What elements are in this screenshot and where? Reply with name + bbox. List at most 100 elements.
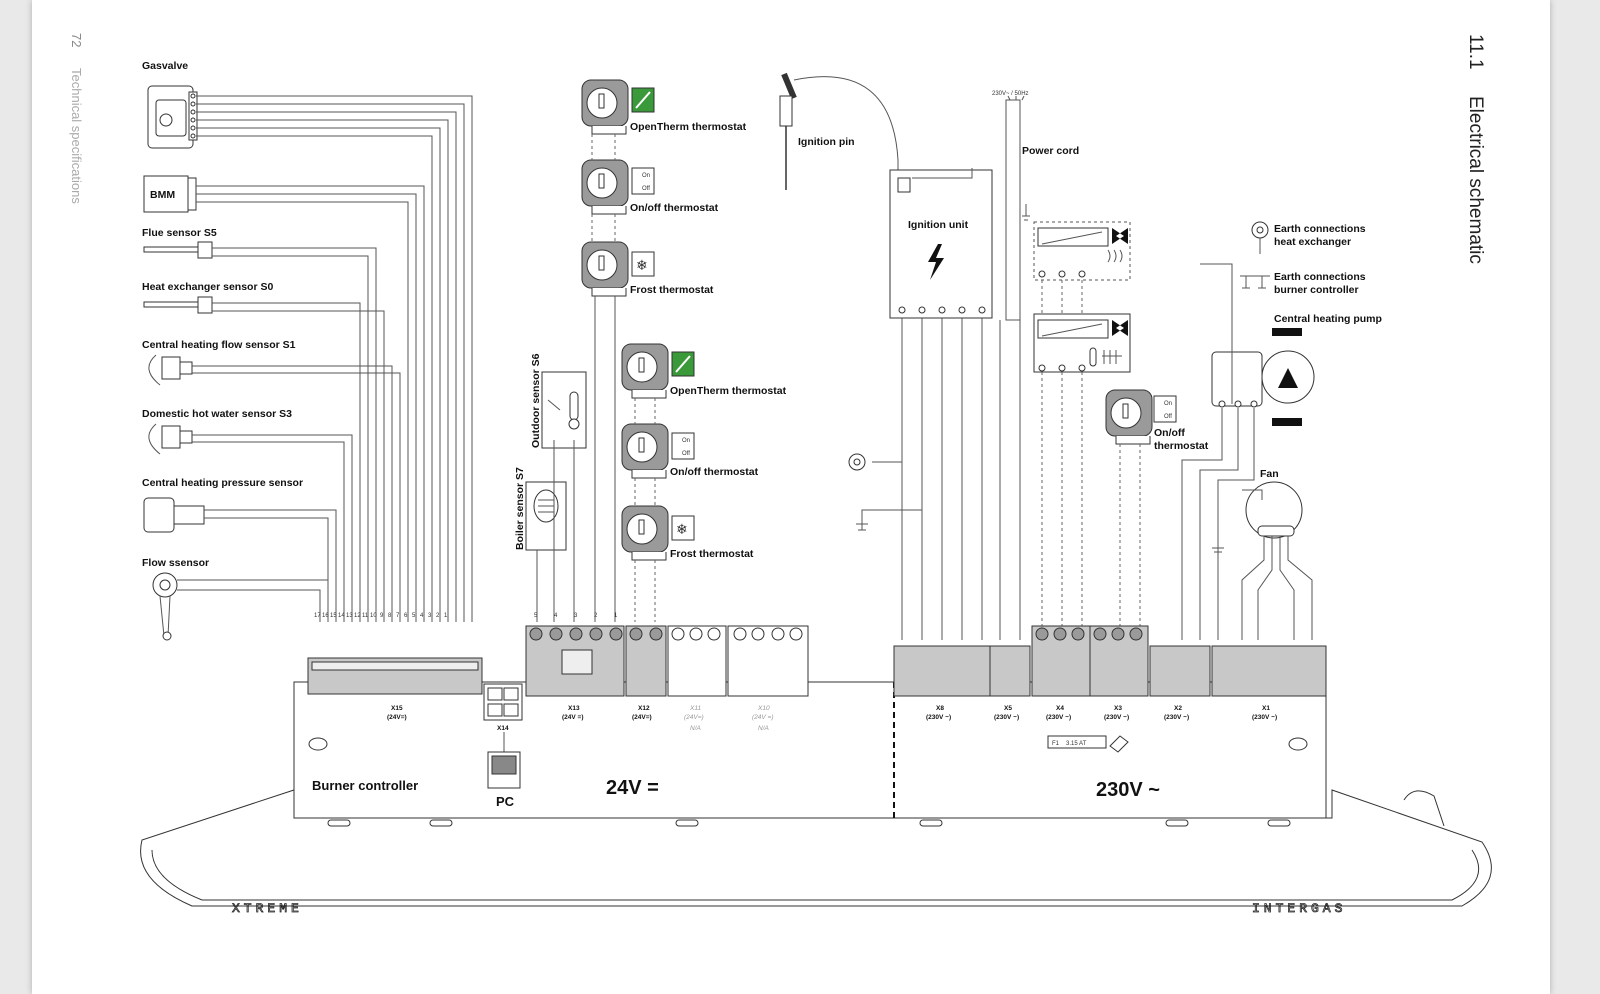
svg-text:X8: X8 [936, 705, 944, 712]
svg-text:(24V=): (24V=) [387, 714, 407, 721]
boiler-sensor [525, 481, 567, 551]
svg-text:(24V =): (24V =) [752, 714, 774, 721]
svg-text:1: 1 [444, 613, 448, 619]
svg-text:11: 11 [362, 613, 369, 619]
x5-terminal [989, 645, 1031, 697]
earth-hx-label-2: heat exchanger [1274, 236, 1351, 248]
flue-sensor-icon [143, 241, 213, 259]
svg-text:X11: X11 [689, 705, 701, 712]
svg-text:X13: X13 [568, 705, 580, 712]
section-title: Electrical schematic [1465, 96, 1486, 264]
pc-label: PC [496, 794, 515, 809]
ch-flow-sensor-icon [148, 354, 193, 386]
svg-text:Off: Off [1164, 414, 1172, 420]
svg-text:8: 8 [388, 613, 392, 619]
svg-text:On: On [1164, 401, 1172, 407]
svg-text:(24V=): (24V=) [632, 714, 652, 721]
svg-text:On: On [682, 438, 690, 444]
x12-terminal [625, 625, 667, 697]
svg-text:(230V ~): (230V ~) [1252, 714, 1277, 721]
x15-terminal [307, 657, 483, 695]
svg-text:X10: X10 [757, 705, 770, 712]
boiler-sensor-label: Boiler sensor S7 [514, 467, 526, 550]
fuse-f1: F1 3.15 AT [1047, 735, 1129, 753]
three-way-valve [1033, 313, 1131, 373]
ignition-pin-icon [779, 72, 899, 190]
svg-text:6: 6 [404, 613, 408, 619]
svg-text:3.15 AT: 3.15 AT [1066, 741, 1087, 747]
svg-text:14: 14 [338, 613, 345, 619]
svg-text:(230V ~): (230V ~) [994, 714, 1019, 721]
low-voltage-label: 24V = [606, 777, 659, 799]
earth-heat-exchanger-icon [1251, 221, 1269, 254]
frost-thermostat-2-label: Frost thermostat [670, 548, 754, 560]
svg-text:2: 2 [436, 613, 440, 619]
bmm-module: BMM [143, 175, 197, 213]
svg-text:4: 4 [554, 613, 558, 619]
svg-text:10: 10 [370, 613, 377, 619]
outdoor-sensor-label: Outdoor sensor S6 [530, 353, 542, 448]
gasvalve-icon [147, 85, 198, 149]
svg-text:3: 3 [574, 613, 578, 619]
earth-bc-label-1: Earth connections [1274, 271, 1366, 283]
ch-pump-icon [1211, 328, 1315, 426]
x13-terminal [525, 625, 625, 697]
svg-text:(230V ~): (230V ~) [926, 714, 951, 721]
svg-text:4: 4 [420, 613, 424, 619]
brand-intergas: INTERGAS [1252, 901, 1346, 916]
onoff-thermostat-1: On Off [581, 159, 655, 215]
section-number: 11.1 [1465, 34, 1486, 70]
svg-text:2: 2 [594, 613, 598, 619]
svg-text:X5: X5 [1004, 705, 1012, 712]
power-cord-label: Power cord [1022, 145, 1079, 157]
connector-labels: X15 (24V=) X14 X13 (24V =) X12 (24V=) X1… [387, 705, 1277, 732]
x13-pin-numbers: 5 4 3 2 1 [534, 613, 618, 619]
svg-text:12: 12 [354, 613, 361, 619]
page-number: 72 [69, 33, 84, 47]
heat-exchanger-sensor-label: Heat exchanger sensor S0 [142, 281, 273, 293]
frost-thermostat-2: ❄ [621, 505, 695, 561]
onoff-thermostat-2: On Off [621, 423, 695, 479]
svg-text:9: 9 [380, 613, 384, 619]
svg-text:X12: X12 [638, 705, 650, 712]
high-voltage-label: 230V ~ [1096, 779, 1160, 801]
x10-terminal [727, 625, 809, 697]
dhw-sensor-icon [148, 423, 193, 455]
svg-text:15: 15 [330, 613, 337, 619]
x11-terminal [667, 625, 727, 697]
svg-text:(24V =): (24V =) [562, 714, 584, 721]
fan-icon [1242, 481, 1303, 539]
fan-label: Fan [1260, 468, 1279, 480]
svg-text:N/A: N/A [758, 725, 769, 732]
opentherm-thermostat-2-label: OpenTherm thermostat [670, 385, 787, 397]
ignition-unit: Ignition unit [889, 168, 993, 319]
svg-text:X2: X2 [1174, 705, 1182, 712]
svg-text:3: 3 [428, 613, 432, 619]
ignition-pin-label: Ignition pin [798, 136, 855, 148]
svg-text:5: 5 [534, 613, 538, 619]
svg-text:7: 7 [396, 613, 400, 619]
svg-text:X14: X14 [497, 725, 509, 732]
earth-bc-label-2: burner controller [1274, 284, 1359, 296]
earth-hx-label-1: Earth connections [1274, 223, 1366, 235]
x15-pin-numbers: 17 16 15 14 13 12 11 10 9 8 7 6 5 4 3 2 … [314, 613, 448, 619]
onoff-thermostat-2-label: On/off thermostat [670, 466, 759, 478]
opentherm-thermostat-2 [621, 343, 695, 399]
frost-thermostat-1: ❄ [581, 241, 655, 297]
onoff-thermostat-1-label: On/off thermostat [630, 202, 719, 214]
svg-text:17: 17 [314, 613, 321, 619]
gas-valve-relay [1033, 221, 1131, 281]
schematic-page: 72 Technical specifications 11.1 Electri… [32, 0, 1550, 994]
svg-text:X15: X15 [391, 705, 403, 712]
svg-text:X1: X1 [1262, 705, 1270, 712]
opentherm-thermostat-1-label: OpenTherm thermostat [630, 121, 747, 133]
x4-terminal [1031, 625, 1091, 697]
x1-terminal [1211, 645, 1327, 697]
svg-text:5: 5 [412, 613, 416, 619]
brand-xtreme: XTREME [232, 901, 303, 916]
opentherm-thermostat-1 [581, 79, 655, 135]
svg-text:❄: ❄ [676, 522, 688, 538]
onoff-thermostat-230: On Off [1105, 389, 1177, 445]
onoff-thermostat-230-label-2: thermostat [1154, 440, 1209, 452]
gasvalve-label: Gasvalve [142, 60, 188, 72]
